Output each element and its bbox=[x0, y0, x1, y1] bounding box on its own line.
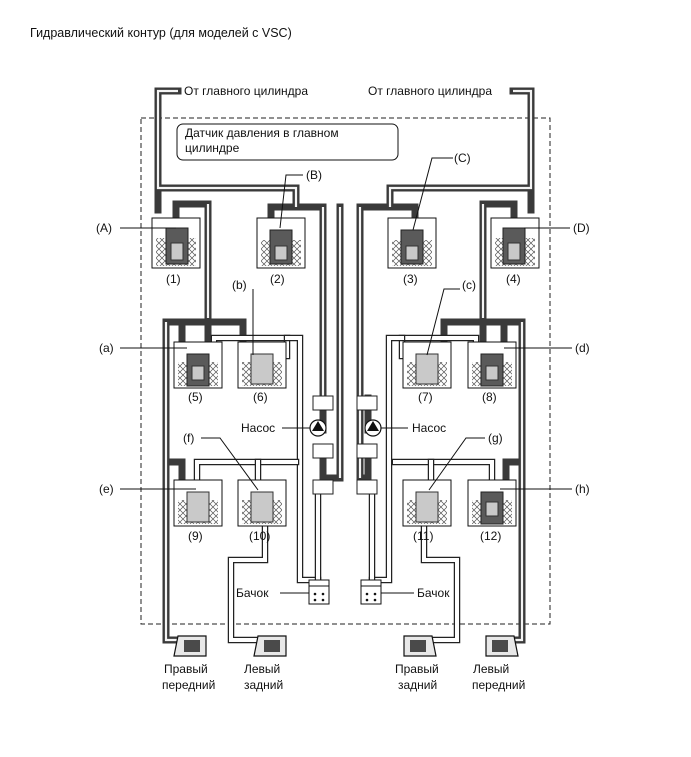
reservoir-right-icon bbox=[360, 579, 382, 605]
wheel-cylinder-front-left-icon bbox=[485, 635, 519, 657]
master-cylinder-right-label: От главного цилиндра bbox=[368, 84, 492, 98]
wheel-front-left-line1: Левый bbox=[473, 662, 509, 676]
valve-6 bbox=[237, 341, 287, 389]
valve-label-1: (1) bbox=[166, 272, 181, 286]
label-A: (A) bbox=[96, 221, 112, 235]
label-a: (a) bbox=[99, 341, 114, 355]
pressure-sensor-line2: цилиндре bbox=[185, 141, 240, 155]
valve-label-3: (3) bbox=[403, 272, 418, 286]
pressure-sensor-box bbox=[176, 123, 399, 161]
valve-label-5: (5) bbox=[188, 390, 203, 404]
check-valves bbox=[312, 395, 378, 495]
label-c: (c) bbox=[462, 278, 476, 292]
label-d: (d) bbox=[575, 341, 590, 355]
reservoir-left-icon bbox=[308, 579, 330, 605]
wheel-rear-left-line2: задний bbox=[244, 678, 283, 692]
label-h: (h) bbox=[575, 482, 590, 496]
valve-1 bbox=[151, 217, 201, 269]
valve-7 bbox=[402, 341, 452, 389]
valve-label-12: (12) bbox=[480, 529, 501, 543]
valve-label-9: (9) bbox=[188, 529, 203, 543]
label-b: (b) bbox=[232, 278, 247, 292]
valve-8 bbox=[467, 341, 517, 389]
pump-right-icon bbox=[364, 419, 382, 437]
valve-label-4: (4) bbox=[506, 272, 521, 286]
valve-label-11: (11) bbox=[413, 529, 433, 543]
valve-10 bbox=[237, 479, 287, 527]
valve-5 bbox=[173, 341, 223, 389]
label-e: (e) bbox=[99, 482, 114, 496]
label-g: (g) bbox=[488, 431, 503, 445]
reservoir-left-label: Бачок bbox=[236, 586, 269, 600]
valve-9 bbox=[173, 479, 223, 527]
label-B: (B) bbox=[306, 168, 322, 182]
wheel-cylinder-rear-right-icon bbox=[403, 635, 437, 657]
wheel-rear-left-line1: Левый bbox=[244, 662, 280, 676]
wheel-front-right-line2: передний bbox=[162, 678, 215, 692]
leader-lines bbox=[120, 157, 572, 594]
pump-left-icon bbox=[309, 419, 327, 437]
label-f: (f) bbox=[183, 431, 194, 445]
wheel-cylinder-rear-left-icon bbox=[253, 635, 287, 657]
label-C: (C) bbox=[454, 151, 471, 165]
valve-label-7: (7) bbox=[418, 390, 433, 404]
valve-label-10: (10) bbox=[249, 529, 270, 543]
diagram-title: Гидравлический контур (для моделей с VSC… bbox=[30, 26, 292, 40]
wheel-front-left-line2: передний bbox=[472, 678, 525, 692]
valve-label-2: (2) bbox=[270, 272, 285, 286]
wheel-cylinder-front-right-icon bbox=[173, 635, 207, 657]
valve-3 bbox=[387, 217, 437, 269]
pump-left-label: Насос bbox=[241, 421, 275, 435]
valve-label-6: (6) bbox=[253, 390, 268, 404]
reservoir-right-label: Бачок bbox=[417, 586, 450, 600]
valve-12 bbox=[467, 479, 517, 527]
valve-4 bbox=[490, 217, 540, 269]
wheel-rear-right-line1: Правый bbox=[395, 662, 439, 676]
label-D: (D) bbox=[573, 221, 590, 235]
pressure-sensor-line1: Датчик давления в главном bbox=[185, 126, 339, 140]
wheel-front-right-line1: Правый bbox=[164, 662, 208, 676]
wheel-rear-right-line2: задний bbox=[398, 678, 437, 692]
actuator-boundary bbox=[140, 117, 551, 625]
pump-right-label: Насос bbox=[412, 421, 446, 435]
valve-2 bbox=[256, 217, 306, 269]
valve-11 bbox=[402, 479, 452, 527]
master-cylinder-left-label: От главного цилиндра bbox=[184, 84, 308, 98]
valve-label-8: (8) bbox=[482, 390, 497, 404]
